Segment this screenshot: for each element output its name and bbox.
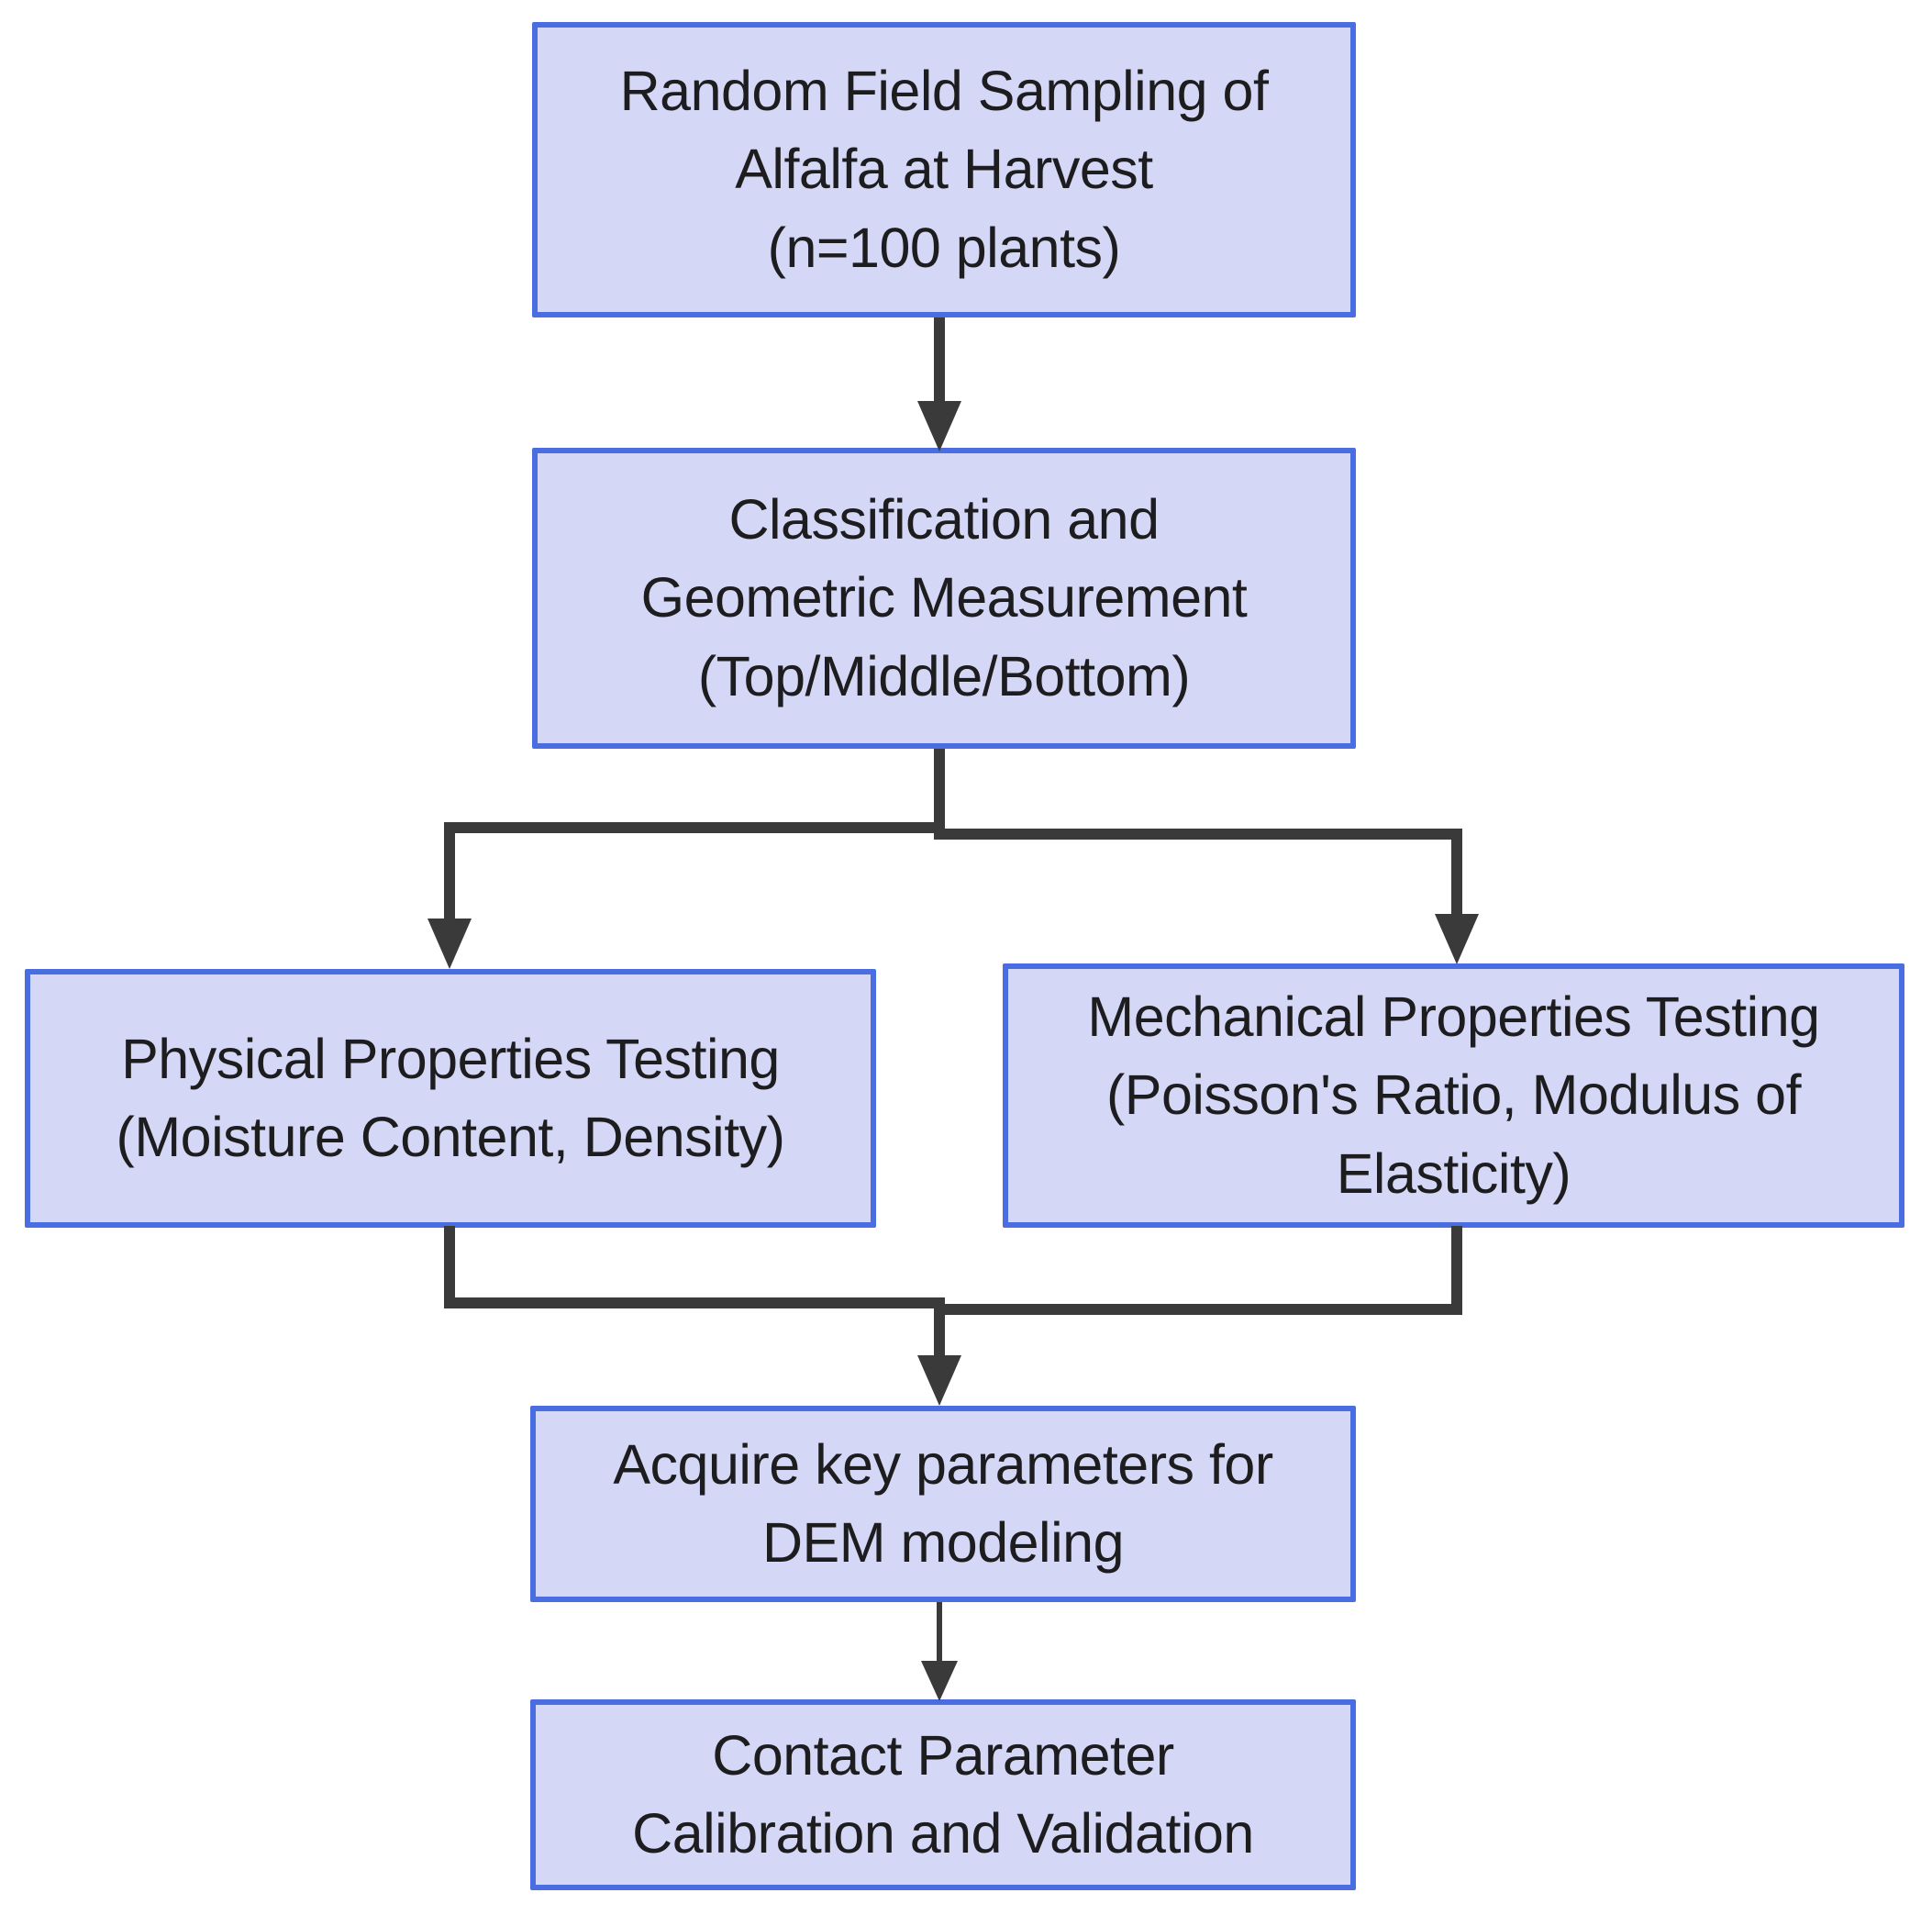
branch-left-line (444, 822, 455, 921)
arrow-acquire-to-contact-shaft (937, 1602, 942, 1663)
arrow-acquire-to-contact-head (921, 1661, 958, 1701)
split-bar-right (934, 829, 1462, 840)
classification-stem-line (934, 749, 945, 829)
split-bar-left (444, 822, 945, 833)
node-random-field-sampling-label: Random Field Sampling of Alfalfa at Harv… (619, 59, 1269, 279)
arrow-merge-to-acquire-head (917, 1355, 961, 1406)
branch-right-line (1451, 829, 1462, 917)
node-contact-calibration-label: Contact Parameter Calibration and Valida… (632, 1723, 1254, 1865)
node-classification-measurement: Classification and Geometric Measurement… (532, 448, 1356, 749)
node-physical-properties-label: Physical Properties Testing (Moisture Co… (116, 1027, 785, 1168)
node-contact-calibration: Contact Parameter Calibration and Valida… (530, 1699, 1356, 1890)
arrow-merge-to-acquire-shaft (934, 1304, 945, 1357)
node-mechanical-properties: Mechanical Properties Testing (Poisson's… (1003, 963, 1904, 1228)
merge-bar-left (444, 1297, 945, 1308)
arrow-sampling-to-classification-head (917, 401, 961, 451)
node-mechanical-properties-label: Mechanical Properties Testing (Poisson's… (1087, 985, 1820, 1205)
branch-right-head (1435, 914, 1479, 964)
node-acquire-parameters: Acquire key parameters for DEM modeling (530, 1406, 1356, 1602)
arrow-sampling-to-classification-shaft (934, 317, 945, 404)
merge-bar-right (934, 1304, 1462, 1315)
branch-left-head (427, 919, 472, 969)
node-classification-measurement-label: Classification and Geometric Measurement… (640, 487, 1248, 707)
node-acquire-parameters-label: Acquire key parameters for DEM modeling (613, 1432, 1273, 1574)
node-physical-properties: Physical Properties Testing (Moisture Co… (25, 969, 876, 1228)
merge-right-line (1451, 1226, 1462, 1310)
node-random-field-sampling: Random Field Sampling of Alfalfa at Harv… (532, 22, 1356, 317)
merge-left-line (444, 1226, 455, 1305)
